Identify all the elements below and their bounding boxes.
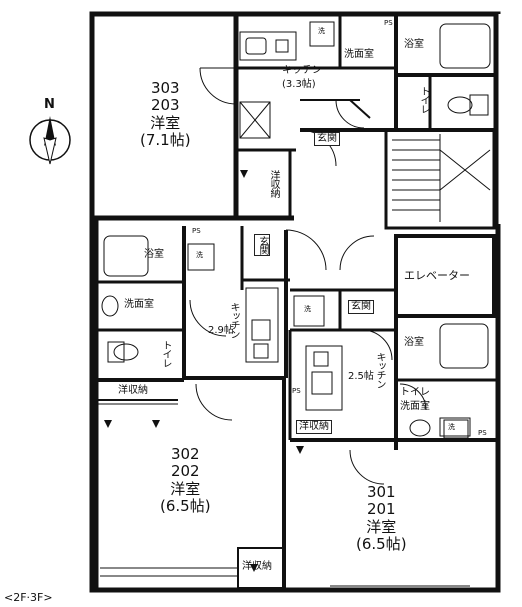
toilet-303-label: トイレ — [418, 86, 429, 113]
bath-302-label: 浴室 — [144, 249, 164, 260]
closet-302-a-label: 洋収納 — [118, 385, 148, 396]
unit-302-label: 302 202 洋室 (6.5帖) — [160, 445, 211, 515]
elevator-shaft — [394, 234, 496, 318]
washroom-303-label: 洗面室 — [344, 49, 374, 60]
toilet-302-label: トイレ — [160, 340, 171, 367]
entrance-303-label: 玄関 — [314, 132, 340, 146]
washer-301-b: 洗 — [448, 423, 455, 431]
ps-303: PS — [384, 19, 393, 27]
kitchen-301-size: 2.5帖 — [348, 371, 374, 382]
kitchen-303-size: (3.3帖) — [282, 79, 316, 90]
bath-301-label: 浴室 — [404, 337, 424, 348]
entrance-301-label: 玄関 — [348, 300, 374, 314]
closet-301-label: 洋収納 — [296, 420, 332, 434]
closet-303-label: 洋収納 — [268, 170, 279, 197]
kitchen-301-label: キッチン — [374, 352, 385, 388]
closet-302-b-label: 洋収納 — [242, 561, 272, 572]
washer-301: 洗 — [304, 305, 311, 313]
entrance-302-label: 玄関 — [254, 234, 270, 256]
kitchen-303-label: キッチン — [282, 65, 322, 76]
ps-302: PS — [192, 227, 201, 235]
washer-303: 洗 — [318, 27, 325, 35]
elevator-label: エレベーター — [404, 269, 470, 282]
outer-wall — [89, 11, 501, 593]
washroom-302-label: 洗面室 — [124, 299, 154, 310]
ps-301-b: PS — [478, 429, 487, 437]
compass — [29, 116, 71, 165]
toilet-wash-301-a: トイレ — [400, 387, 430, 398]
staircase — [384, 128, 496, 230]
unit-301-label: 301 201 洋室 (6.5帖) — [356, 483, 407, 553]
ps-301-a: PS — [292, 387, 301, 395]
compass-label: N — [44, 97, 55, 112]
toilet-wash-301-b: 洗面室 — [400, 401, 430, 412]
floor-label: <2F·3F> — [4, 591, 53, 604]
kitchen-302-label: キッチン — [228, 302, 239, 338]
kitchen-302-size: 2.9帖 — [208, 325, 234, 336]
washer-302: 洗 — [196, 251, 203, 259]
bath-303-label: 浴室 — [404, 39, 424, 50]
unit-303-label: 303 203 洋室 (7.1帖) — [140, 79, 191, 149]
